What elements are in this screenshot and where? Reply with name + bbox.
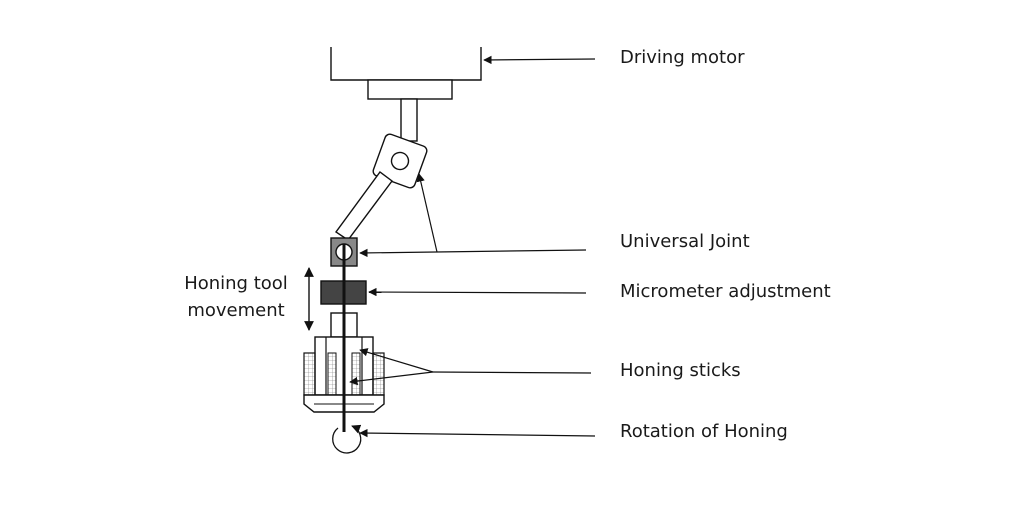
- label-driving-motor: Driving motor: [620, 47, 745, 68]
- label-rotation-of-honing: Rotation of Honing: [620, 421, 788, 442]
- leader-micrometer: [368, 287, 587, 297]
- label-universal-joint: Universal Joint: [620, 231, 750, 252]
- label-honing-tool-movement-line2: movement: [187, 300, 285, 321]
- label-honing-tool-movement: Honing tool movement: [176, 270, 296, 324]
- rotation-symbol: [332, 424, 362, 454]
- leader-rotation: [359, 428, 596, 438]
- driving-motor: [330, 47, 482, 100]
- label-micrometer-adjustment: Micrometer adjustment: [620, 281, 831, 302]
- leader-honing-sticks: [349, 348, 592, 386]
- leader-universal-joint: [359, 173, 587, 258]
- upper-joint: [372, 133, 428, 189]
- connecting-shaft: [335, 171, 393, 241]
- label-honing-sticks: Honing sticks: [620, 360, 741, 381]
- label-honing-tool-movement-line1: Honing tool: [184, 273, 288, 294]
- upper-shaft: [400, 98, 418, 142]
- leader-driving-motor: [483, 55, 596, 65]
